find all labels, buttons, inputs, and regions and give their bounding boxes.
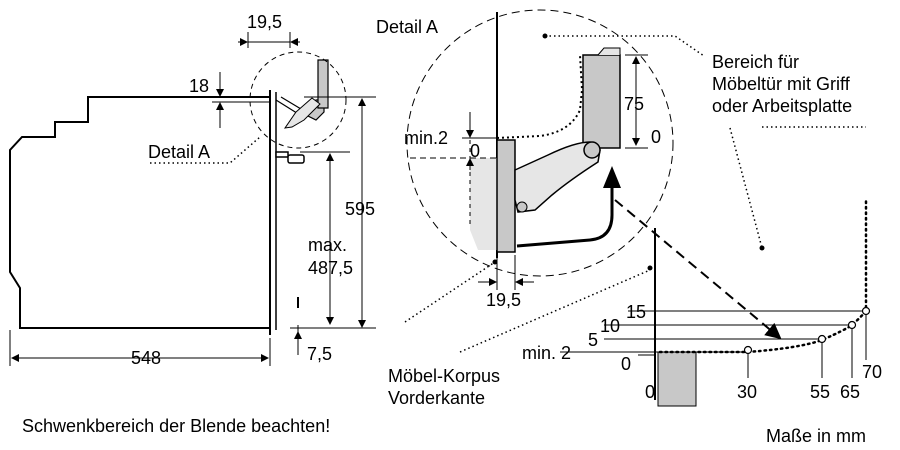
door-area-line-3: oder Arbeitsplatte: [712, 96, 852, 116]
graph-y-label-5: 5: [588, 330, 598, 350]
dim-label-75: 75: [624, 94, 644, 114]
graph-x-label-70: 70: [862, 362, 882, 382]
graph-y-label-min-2: min. 2: [522, 343, 571, 363]
dim-label-zero-a: 0: [470, 141, 480, 161]
detail-a-circle-small: [249, 51, 347, 149]
dim-label-top-19-5: 19,5: [247, 12, 282, 32]
swing-arrow: [614, 199, 782, 340]
dim-label-max: max.: [308, 235, 347, 255]
dim-label-bottom-19-5: 19,5: [486, 290, 521, 310]
door-area-line-1: Bereich für: [712, 52, 799, 72]
dim-label-min-2: min.2: [404, 128, 448, 148]
dim-top-19-5: [238, 32, 300, 48]
graph-y-label-0: 0: [621, 354, 631, 374]
detail-a-label-small: Detail A: [148, 142, 210, 162]
dim-label-18: 18: [189, 76, 209, 96]
graph-x-label-0: 0: [645, 382, 655, 402]
swing-range-graph: [560, 198, 871, 407]
graph-y-label-10: 10: [600, 316, 620, 336]
dim-548: [9, 330, 271, 366]
dim-label-zero-b: 0: [651, 127, 661, 147]
detail-a-label-large: Detail A: [376, 17, 438, 37]
oven-side-view: [9, 59, 329, 335]
dim-18: [212, 72, 270, 128]
notice-text: Schwenkbereich der Blende beachten!: [22, 416, 330, 436]
dim-label-548: 548: [131, 348, 161, 368]
cabinet-front-line-2: Vorderkante: [388, 388, 485, 408]
detail-a-drawing: [410, 12, 648, 290]
units-label: Maße in mm: [766, 426, 866, 446]
graph-y-label-15: 15: [626, 302, 646, 322]
graph-x-label-30: 30: [737, 382, 757, 402]
cabinet-front-line-1: Möbel-Korpus: [388, 366, 500, 386]
dim-vertical: [290, 96, 376, 355]
dim-label-487-5: 487,5: [308, 258, 353, 278]
graph-x-label-55: 55: [810, 382, 830, 402]
graph-x-label-65: 65: [840, 382, 860, 402]
door-area-line-2: Möbeltür mit Griff: [712, 74, 851, 94]
detail-a-circle-large: [406, 9, 674, 277]
dim-label-7-5: 7,5: [307, 344, 332, 364]
dim-label-595: 595: [345, 199, 375, 219]
